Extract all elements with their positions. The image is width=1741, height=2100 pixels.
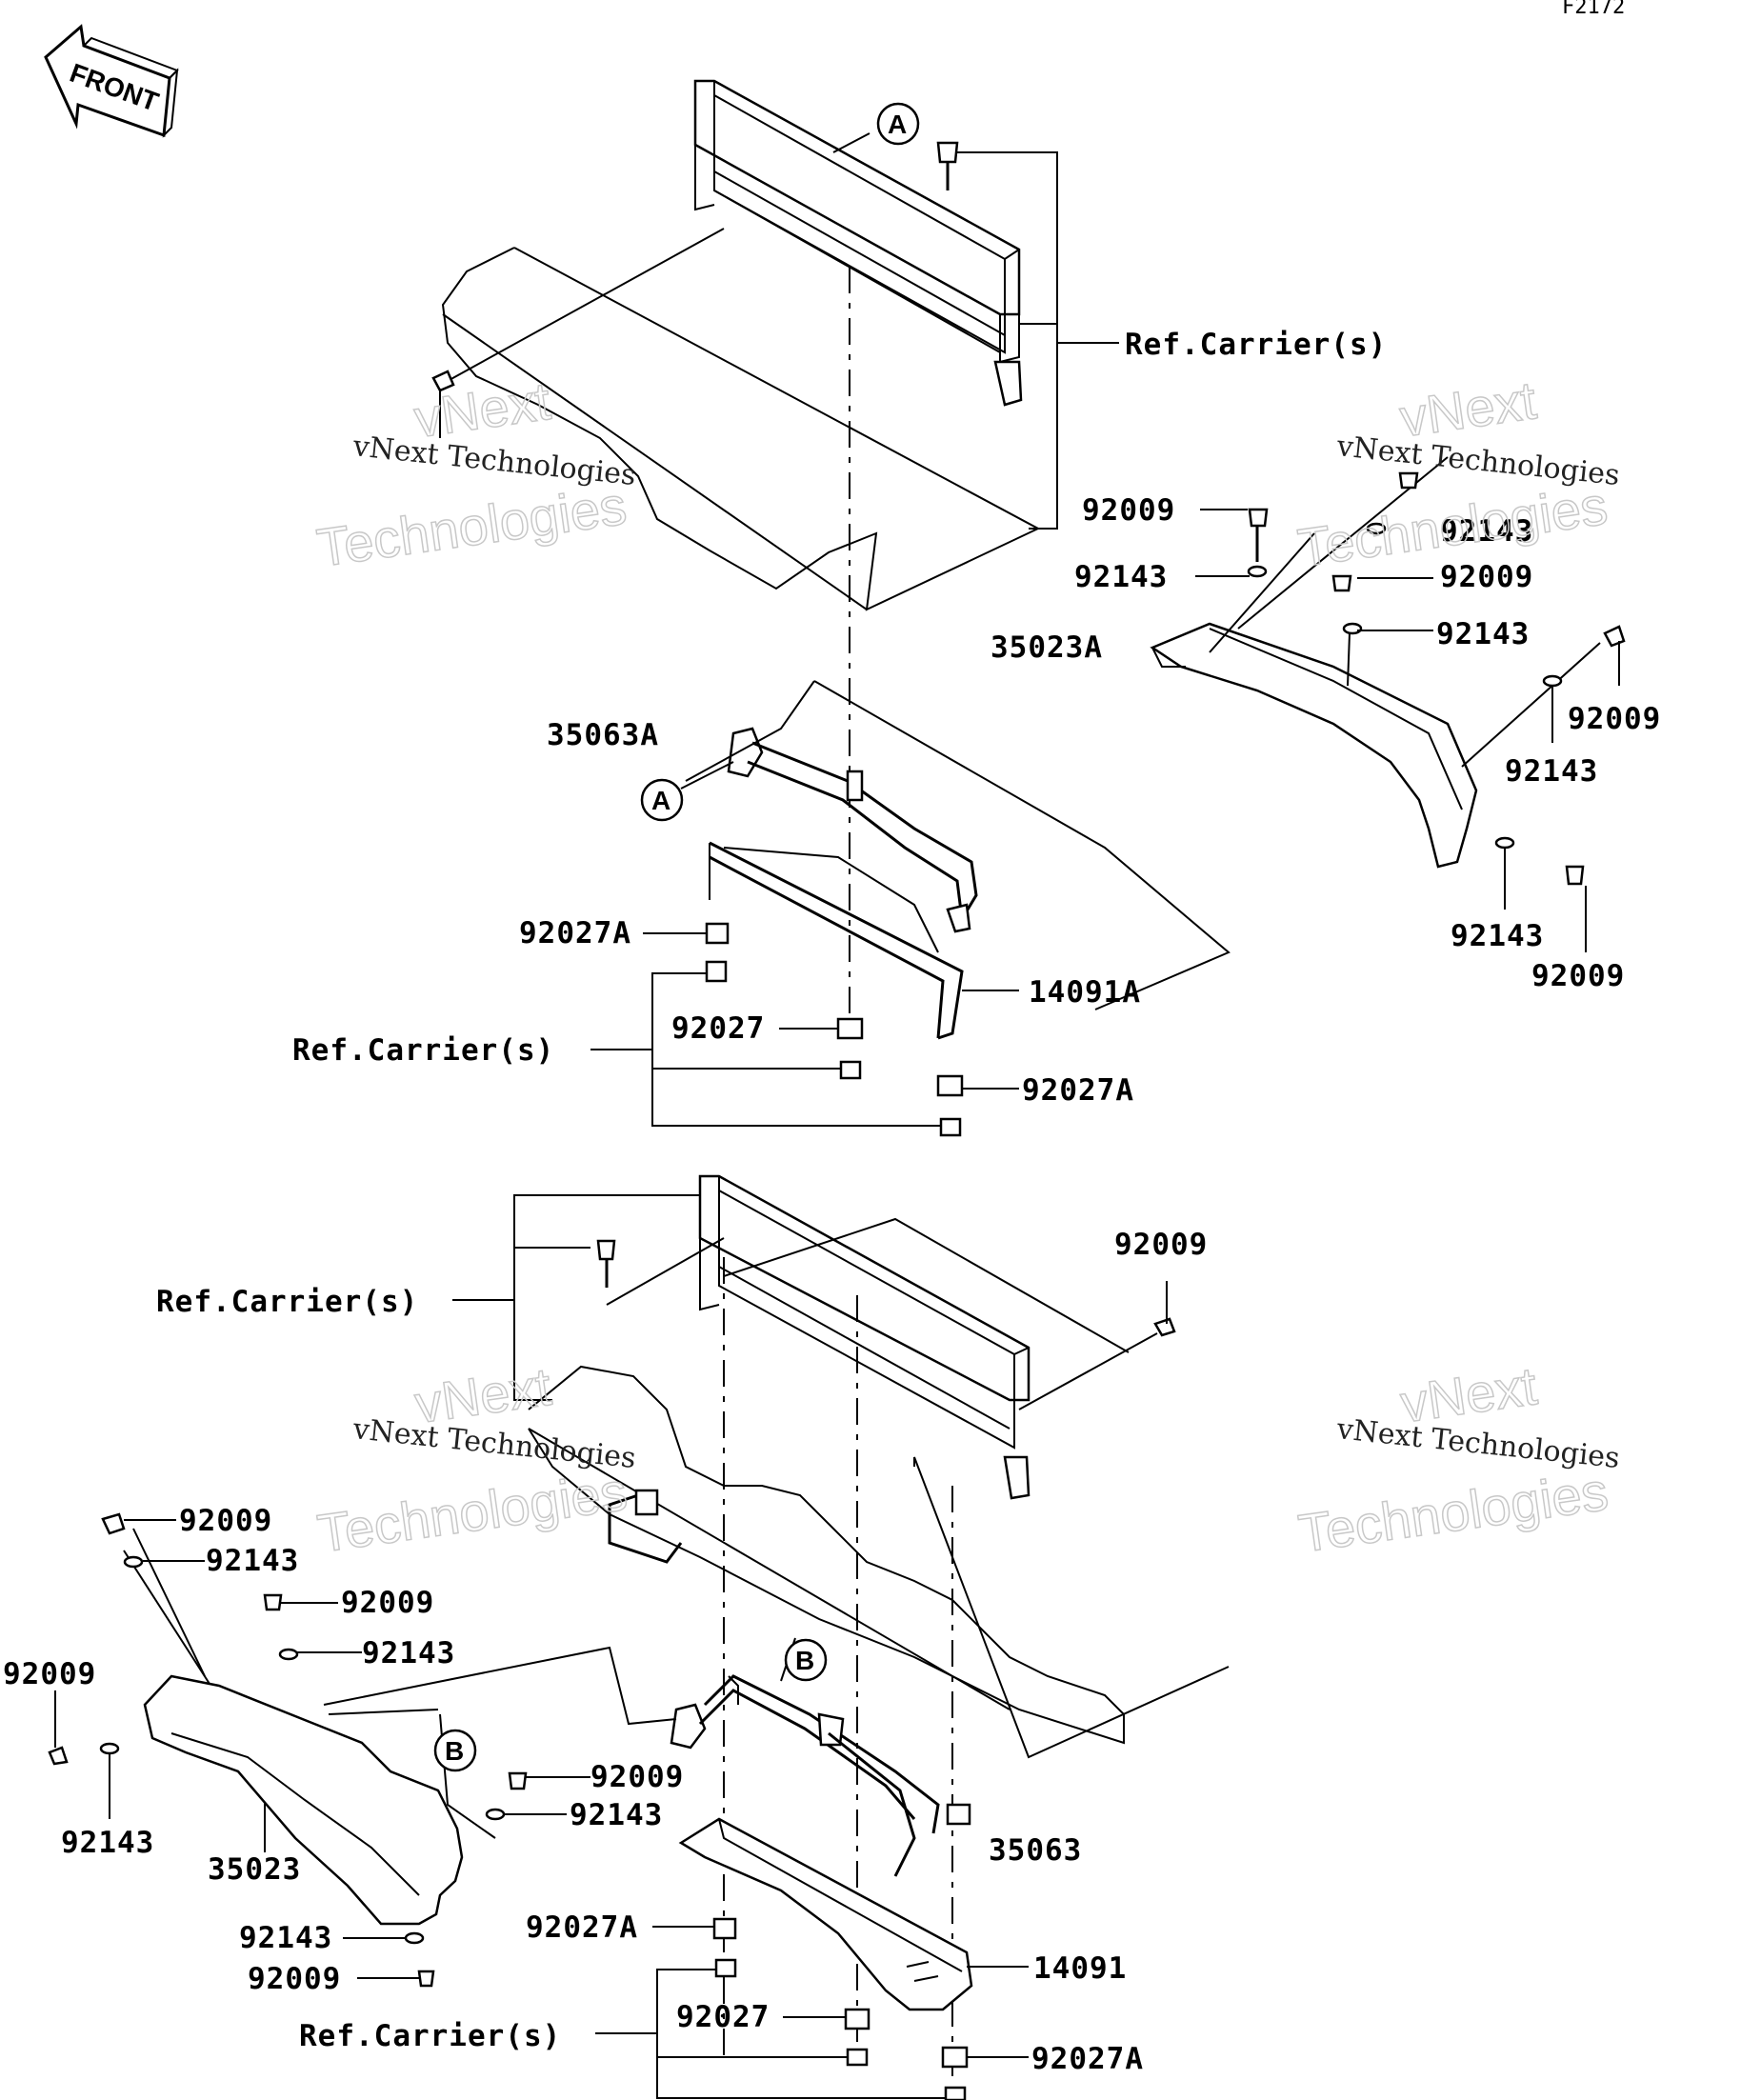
label-92143-c: 92143 — [1436, 617, 1530, 651]
label-92143-b: 92143 — [1440, 514, 1533, 549]
label-92009-c: 92009 — [1568, 702, 1661, 736]
label-92143-a: 92143 — [1074, 560, 1168, 594]
svg-text:vNext: vNext — [1396, 370, 1540, 448]
marker-a-top: A — [888, 110, 907, 139]
hinge-bracket-35063A — [727, 727, 978, 933]
label-92143-g: 92143 — [362, 1636, 455, 1670]
label-92143-f: 92143 — [206, 1544, 299, 1578]
label-92143-d: 92143 — [1505, 754, 1598, 789]
watermarks: vNext Technologies vNext Technologies vN… — [312, 369, 1621, 1564]
svg-text:Technologies: Technologies — [313, 475, 630, 578]
label-92143-h: 92143 — [570, 1798, 663, 1832]
label-35063A: 35063A — [547, 718, 659, 752]
label-92009-j: 92009 — [248, 1962, 341, 1996]
label-92009-h: 92009 — [3, 1657, 96, 1691]
hinge-plate-14091A — [709, 841, 964, 1040]
label-92027A-b: 92027A — [1022, 1073, 1134, 1108]
label-14091: 14091 — [1033, 1951, 1127, 1986]
upper-tailgate-frame — [693, 79, 1023, 407]
upper-hardware — [1247, 471, 1626, 886]
hinge-bracket-35063 — [670, 1674, 971, 1877]
label-92009-g: 92009 — [341, 1586, 434, 1620]
lower-gate-assembly: B B — [48, 1174, 1230, 2100]
svg-text:Technologies: Technologies — [314, 1461, 630, 1564]
label-92143-e: 92143 — [1451, 919, 1544, 953]
label-92027-b: 92027 — [676, 2000, 770, 2034]
marker-b-right: B — [795, 1646, 814, 1675]
label-92009-d: 92009 — [1531, 959, 1625, 993]
label-92027A-c: 92027A — [526, 1910, 638, 1945]
fender-35023 — [143, 1674, 464, 1926]
label-35023A: 35023A — [991, 630, 1103, 665]
label-92009-a: 92009 — [1082, 493, 1175, 528]
fender-35023A — [1150, 622, 1478, 869]
label-92143-i: 92143 — [61, 1826, 154, 1860]
watermark-text-1: vNext Technologies — [350, 430, 637, 492]
figure-code: F2172 — [1562, 0, 1625, 19]
label-92027-a: 92027 — [671, 1011, 765, 1046]
label-ref-carrier-4: Ref.Carrier(s) — [299, 2019, 561, 2053]
label-92143-j: 92143 — [239, 1921, 332, 1955]
label-35063: 35063 — [989, 1833, 1082, 1868]
label-35023: 35023 — [208, 1852, 301, 1887]
upper-gate-assembly: A A — [431, 79, 1626, 1137]
marker-a-lower: A — [651, 786, 670, 815]
label-92009-f: 92009 — [179, 1504, 272, 1538]
marker-b-left: B — [445, 1736, 464, 1766]
label-ref-carrier-3: Ref.Carrier(s) — [156, 1285, 418, 1319]
part-labels: Ref.Carrier(s) 92009 92143 92143 92009 9… — [3, 328, 1661, 2076]
front-label: FRONT — [66, 58, 162, 117]
watermark-text-2: vNext Technologies — [1334, 430, 1621, 492]
upper-gate-panel — [441, 247, 1041, 611]
svg-text:Technologies: Technologies — [1295, 1461, 1611, 1564]
hinge-plate-14091 — [678, 1817, 973, 2011]
label-ref-carrier-1: Ref.Carrier(s) — [1125, 328, 1387, 362]
label-14091A: 14091A — [1029, 975, 1141, 1010]
label-92027A-d: 92027A — [1031, 2042, 1144, 2076]
gate-handle — [608, 1489, 683, 1564]
label-ref-carrier-2: Ref.Carrier(s) — [292, 1033, 554, 1068]
label-92009-e: 92009 — [1114, 1228, 1208, 1262]
label-92009-b: 92009 — [1440, 560, 1533, 594]
front-arrow-icon: FRONT — [44, 24, 179, 138]
label-92027A-a: 92027A — [519, 916, 631, 950]
label-92009-i: 92009 — [590, 1760, 684, 1794]
